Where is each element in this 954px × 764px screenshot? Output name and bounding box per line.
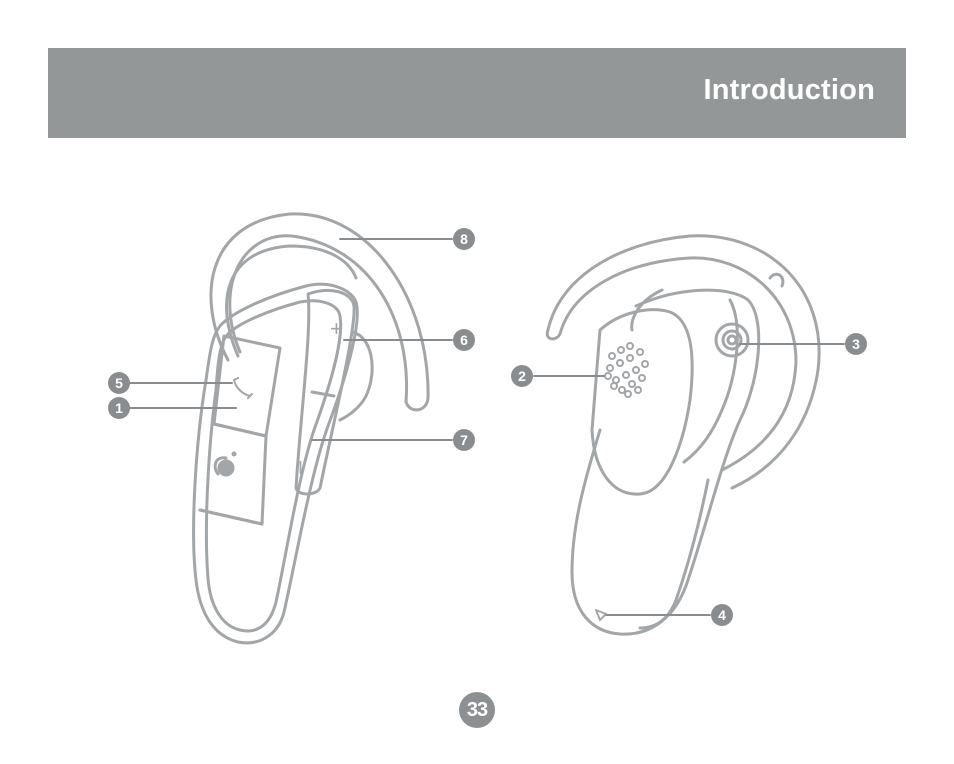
svg-text:8: 8 (460, 231, 468, 247)
svg-text:6: 6 (460, 332, 468, 348)
microphone-hole-icon (596, 610, 606, 620)
callout-2: 2 (511, 365, 533, 387)
svg-text:1: 1 (115, 400, 123, 416)
svg-text:4: 4 (718, 607, 726, 623)
logo-icon (218, 460, 234, 476)
ear-hook-front (211, 214, 428, 410)
callout-5: 5 (108, 372, 130, 394)
svg-text:7: 7 (460, 432, 468, 448)
svg-text:5: 5 (115, 375, 123, 391)
callout-6: 6 (453, 329, 475, 351)
callout-8: 8 (453, 228, 475, 250)
svg-text:2: 2 (518, 368, 526, 384)
charging-jack-icon (716, 324, 748, 356)
volume-plus-label: + (330, 316, 343, 341)
callout-7: 7 (453, 429, 475, 451)
headset-front-view (194, 214, 428, 643)
phone-icon (234, 378, 252, 398)
svg-text:3: 3 (852, 336, 860, 352)
callout-3: 3 (845, 333, 867, 355)
speaker-grille (605, 343, 648, 397)
headset-back-view (547, 236, 819, 634)
callout-4: 4 (711, 604, 733, 626)
page-number: 33 (459, 692, 495, 728)
callout-1: 1 (108, 397, 130, 419)
volume-minus-label: I (298, 458, 303, 478)
